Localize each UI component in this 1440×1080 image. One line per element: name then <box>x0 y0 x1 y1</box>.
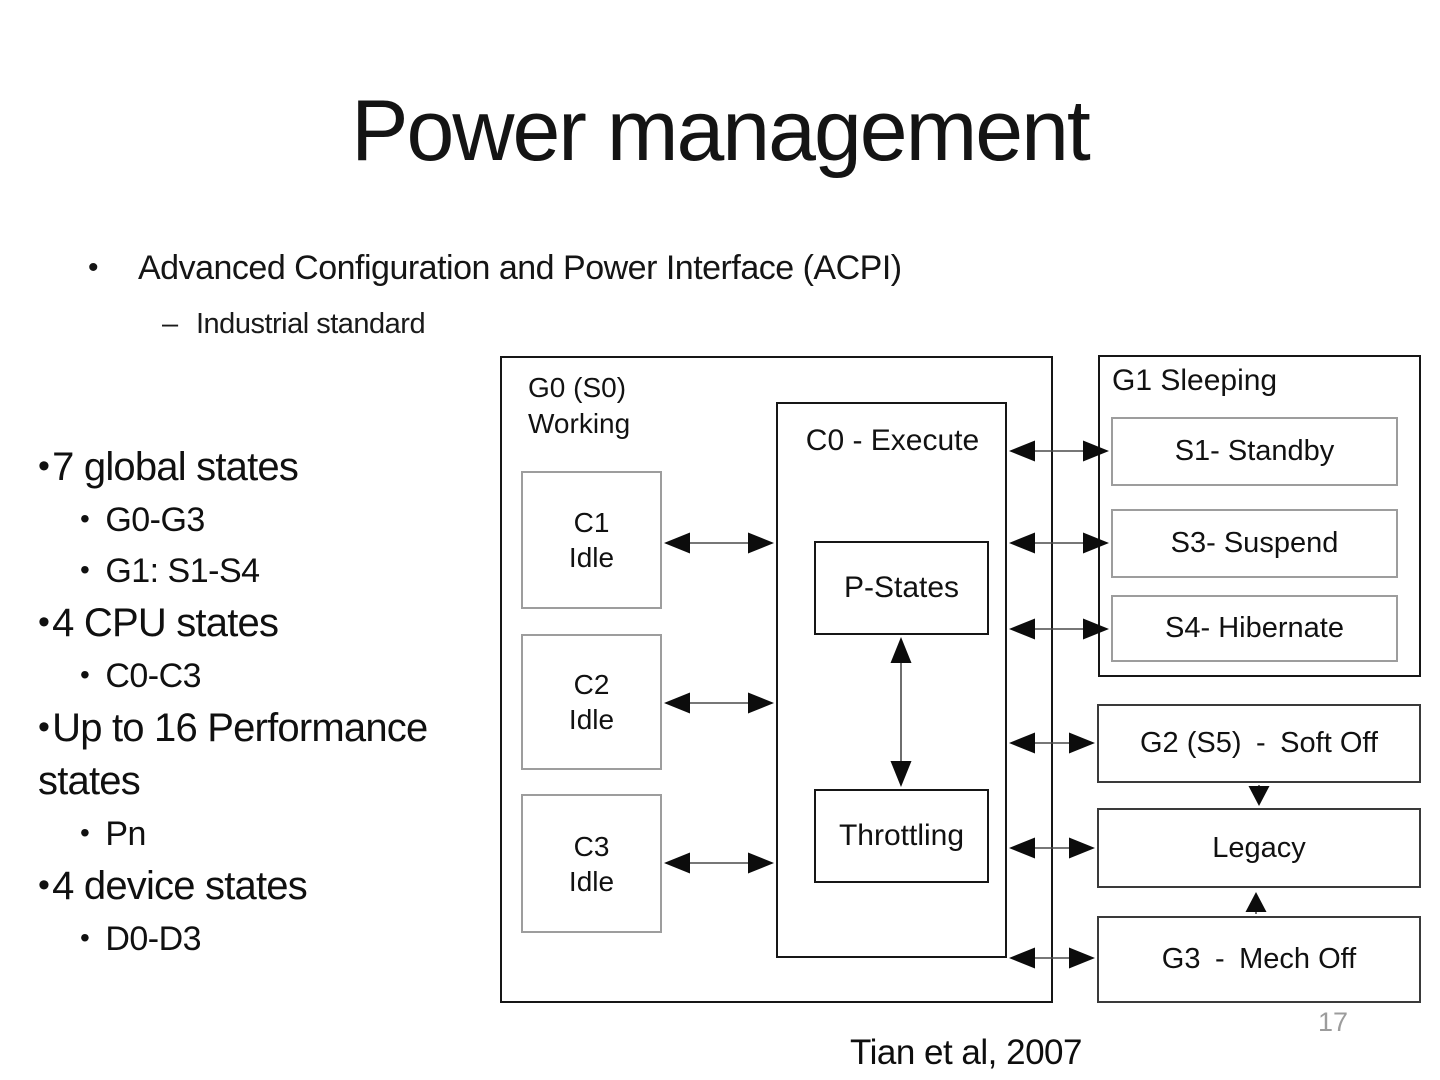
fact-text: 7 global states <box>52 445 299 489</box>
fact-item: •4 CPU states <box>38 596 522 650</box>
intro-sub-bullet: –Industrial standard <box>162 308 426 341</box>
box-c3-idle: C3 Idle <box>521 794 662 933</box>
arrowhead-icon <box>1248 786 1270 806</box>
box-c1-idle: C1 Idle <box>521 471 662 609</box>
box-s1-standby: S1- Standby <box>1111 417 1398 486</box>
intro-bullet: • Advanced Configuration and Power Interf… <box>88 249 902 288</box>
fact-item: •4 device states <box>38 859 522 913</box>
c0-execute-label: C0 - Execute <box>805 424 980 457</box>
fact-text: 4 device states <box>52 864 308 908</box>
intro-sub-bullet-text: Industrial standard <box>196 308 426 340</box>
bullet-icon: • <box>88 251 99 284</box>
box-legacy: Legacy <box>1097 808 1421 888</box>
dash-icon: – <box>162 308 178 340</box>
box-g3-mech-off: G3 - Mech Off <box>1097 916 1421 1003</box>
box-throttling: Throttling <box>814 789 989 883</box>
bullet-icon: • <box>38 866 50 904</box>
fact-text: G0-G3 <box>105 501 205 539</box>
bullet-icon: • <box>38 603 50 641</box>
fact-text: C0-C3 <box>105 657 202 695</box>
source-caption: Tian et al, 2007 <box>850 1033 1082 1072</box>
g0-working-label: G0 (S0) Working <box>528 372 631 439</box>
g1-sleeping-label: G1 Sleeping <box>1112 364 1278 397</box>
fact-text: Pn <box>105 815 146 853</box>
arrowhead-icon <box>1245 892 1267 912</box>
fact-item: • D0-D3 <box>38 913 522 964</box>
page-title: Power management <box>351 83 1091 179</box>
fact-item: •7 global states <box>38 440 522 494</box>
fact-item: • C0-C3 <box>38 650 522 701</box>
box-g2-soft-off: G2 (S5) - Soft Off <box>1097 704 1421 783</box>
bullet-icon: • <box>38 708 50 746</box>
bullet-icon: • <box>80 659 90 690</box>
bullet-icon: • <box>80 503 90 534</box>
bullet-icon: • <box>80 817 90 848</box>
page-number: 17 <box>1318 1007 1349 1037</box>
bullet-icon: • <box>80 922 90 953</box>
box-p-states: P-States <box>814 541 989 635</box>
bullet-icon: • <box>38 447 50 485</box>
fact-text: 4 CPU states <box>52 601 279 645</box>
fact-text: Up to 16 Performance states <box>38 706 428 803</box>
arrowhead-icon <box>1069 732 1095 754</box>
fact-item: • Pn <box>38 808 522 859</box>
fact-item: • G1: S1-S4 <box>38 545 522 596</box>
fact-item: • G0-G3 <box>38 494 522 545</box>
box-s4-hibernate: S4- Hibernate <box>1111 595 1398 662</box>
fact-text: G1: S1-S4 <box>105 552 260 590</box>
facts-list: •7 global states•G0-G3•G1: S1-S4•4 CPU s… <box>38 440 522 964</box>
fact-text: D0-D3 <box>105 920 202 958</box>
fact-item: •Up to 16 Performance states <box>38 701 522 808</box>
arrowhead-icon <box>1069 947 1095 969</box>
box-s3-suspend: S3- Suspend <box>1111 509 1398 578</box>
bullet-icon: • <box>80 554 90 585</box>
intro-bullet-text: Advanced Configuration and Power Interfa… <box>138 249 902 287</box>
box-c2-idle: C2 Idle <box>521 634 662 770</box>
arrowhead-icon <box>1069 837 1095 859</box>
